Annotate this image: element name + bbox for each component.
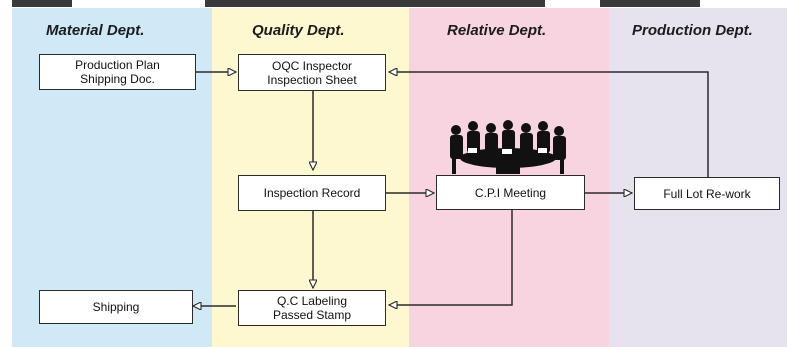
node-text-line: Inspection Record <box>263 186 361 200</box>
node-production-plan: Production Plan Shipping Doc. <box>39 54 196 90</box>
node-text-line: Production Plan <box>75 58 160 72</box>
lane-title-material: Material Dept. <box>46 22 145 39</box>
node-text-line: Shipping <box>92 300 140 314</box>
node-cpi-meeting: C.P.I Meeting <box>436 175 585 210</box>
node-qc-labeling: Q.C Labeling Passed Stamp <box>238 290 386 326</box>
lane-title-quality: Quality Dept. <box>252 22 345 39</box>
node-text-line: Shipping Doc. <box>80 72 155 86</box>
node-shipping: Shipping <box>39 290 193 324</box>
arrow-rework-to-oqc <box>389 72 709 177</box>
node-text-line: OQC Inspector <box>271 58 353 73</box>
lane-title-production: Production Dept. <box>632 22 753 39</box>
lane-title-relative: Relative Dept. <box>447 22 547 39</box>
node-inspection-record: Inspection Record <box>238 175 386 211</box>
node-oqc-inspector: OQC Inspector Inspection Sheet <box>238 54 386 91</box>
node-text-line: Inspection Sheet <box>267 72 357 87</box>
top-edge-strip <box>205 0 545 7</box>
node-text-line: Full Lot Re-work <box>663 186 751 201</box>
meeting-people-icon <box>450 120 566 174</box>
node-text-line: Q.C Labeling <box>276 294 348 308</box>
node-full-lot-rework: Full Lot Re-work <box>634 177 780 210</box>
arrow-cpi-to-labeling <box>389 210 513 305</box>
top-edge-strip <box>12 0 72 7</box>
node-text-line: C.P.I Meeting <box>474 185 547 200</box>
node-text-line: Passed Stamp <box>272 308 352 322</box>
top-edge-strip <box>600 0 700 7</box>
